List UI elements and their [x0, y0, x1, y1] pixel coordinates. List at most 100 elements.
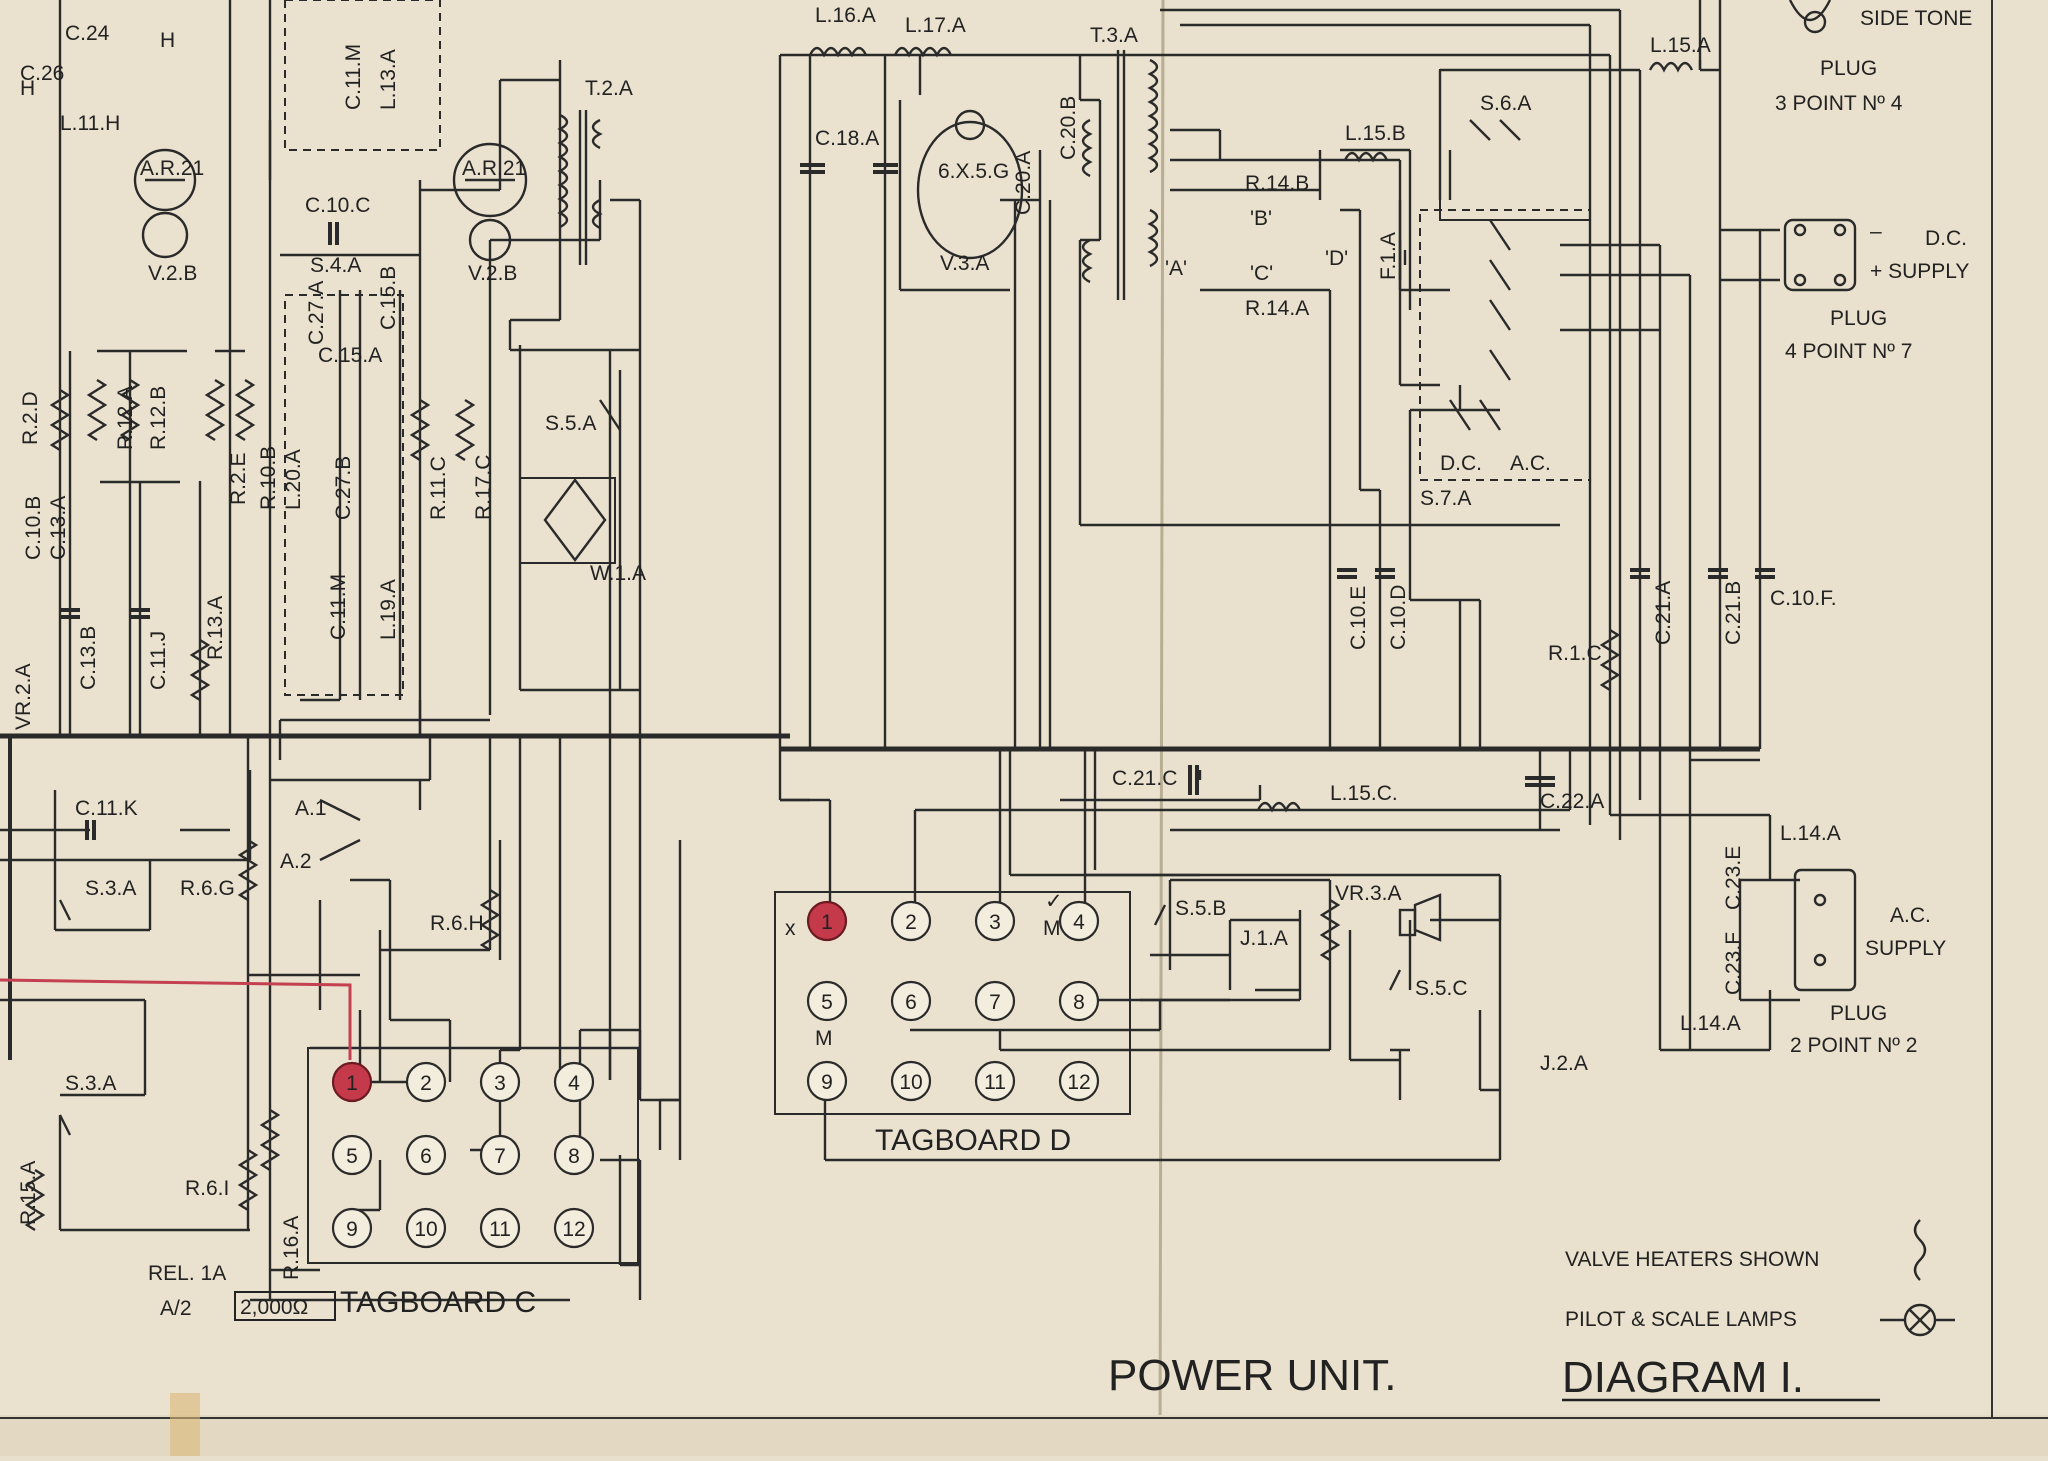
tagboard-d-pin-label-11: 11	[984, 1071, 1006, 1094]
label-tap-b: 'B'	[1250, 207, 1272, 230]
tagboard-d-label: TAGBOARD D	[875, 1124, 1071, 1157]
tagboard-c-pin-label-4: 4	[568, 1072, 580, 1095]
tagboard-d-pin-12	[1058, 1060, 1100, 1102]
tagboard-c-pin-label-6: 6	[420, 1145, 432, 1168]
tagboard-c-pin-label-3: 3	[494, 1072, 506, 1095]
plug-c-label: PLUG	[1830, 1002, 1887, 1025]
label-c10c: C.10.C	[305, 194, 370, 217]
plug-a-label: PLUG	[1820, 57, 1877, 80]
tagboard-d-pin-label-7: 7	[989, 991, 1001, 1014]
side-tone-label: SIDE TONE	[1860, 7, 1972, 30]
valve-labels: A.R.21 V.2.B A.R.21 V.2.B 6.X.5.G V.3.A	[140, 157, 1009, 285]
tagboard-d-pin-10	[890, 1060, 932, 1102]
label-l13a: L.13.A	[377, 49, 400, 110]
mark-m1: M	[1043, 917, 1061, 940]
valve-v3a: V.3.A	[940, 252, 989, 275]
label-r17c: R.17.C	[472, 455, 495, 520]
label-t2a: T.2.A	[585, 77, 633, 100]
label-r10b: R.10.B	[257, 446, 280, 510]
valve-type-v3a: 6.X.5.G	[938, 160, 1009, 183]
plug-labels: SIDE TONE PLUG 3 POINT Nº 4 – D.C. + SUP…	[1775, 7, 1972, 1057]
label-l17a: L.17.A	[905, 14, 966, 37]
plug-c-sub: 2 POINT Nº 2	[1790, 1034, 1918, 1057]
dc-minus: –	[1870, 220, 1882, 243]
label-l15a: L.15.A	[1650, 34, 1711, 57]
label-r16a: R.16.A	[280, 1216, 303, 1280]
mark-m2: M	[815, 1027, 833, 1050]
label-c10f: C.10.F.	[1770, 587, 1837, 610]
label-h1: H	[160, 29, 175, 52]
hand-marks: x ✓ M M	[785, 890, 1063, 1050]
legend-heaters: VALVE HEATERS SHOWN	[1565, 1248, 1819, 1271]
label-c22a: C.22.A	[1540, 790, 1604, 813]
label-c20a: C.20.A	[1012, 151, 1035, 215]
label-s5a: S.5.A	[545, 412, 596, 435]
relay-label: REL. 1A	[148, 1262, 226, 1285]
label-l20a: L.20.A	[282, 449, 305, 510]
label-c10b: C.10.B	[22, 496, 45, 560]
tagboard-c-pin-5	[331, 1134, 373, 1176]
label-l14a-top: L.14.A	[1780, 822, 1841, 845]
label-r1c: R.1.C	[1548, 642, 1602, 665]
tagboard-frames	[307, 69, 1591, 1264]
label-s7a: S.7.A	[1420, 487, 1471, 510]
label-vr2a: VR.2.A	[12, 663, 35, 730]
label-c11k: C.11.K	[75, 797, 138, 820]
tagboard-c-pin-10	[405, 1207, 447, 1249]
tagboard-c-pin-label-7: 7	[494, 1145, 506, 1168]
label-c10d: C.10.D	[1387, 585, 1410, 650]
label-c13b: C.13.B	[77, 626, 100, 690]
valve-type-left: A.R.21	[140, 157, 204, 180]
tagboard-d-pin-label-12: 12	[1067, 1071, 1090, 1094]
tagboard-d-pin-6	[890, 980, 932, 1022]
label-c15a: C.15.A	[318, 344, 382, 367]
label-vr3a: VR.3.A	[1335, 882, 1402, 905]
dc-label: D.C.	[1925, 227, 1967, 250]
tagboard-c-pin-12	[553, 1207, 595, 1249]
label-c18a: C.18.A	[815, 127, 879, 150]
shielded-boxes	[284, 0, 1591, 696]
tagboard-c-pin-11	[479, 1207, 521, 1249]
legend: VALVE HEATERS SHOWN PILOT & SCALE LAMPS	[1565, 1248, 1819, 1331]
tagboard-c-pin-1	[331, 1061, 373, 1103]
tagboard-d-pin-label-2: 2	[905, 911, 917, 934]
tagboard-c-pin-label-11: 11	[489, 1218, 511, 1241]
plug-b-label: PLUG	[1830, 307, 1887, 330]
tagboard-d-pin-7	[974, 980, 1016, 1022]
tagboard-d-pin-label-9: 9	[821, 1071, 833, 1094]
tagboard-c-pin-7	[479, 1134, 521, 1176]
tagboard-d-pin-9	[806, 1060, 848, 1102]
plug-a-sub: 3 POINT Nº 4	[1775, 92, 1903, 115]
ac-label: A.C.	[1890, 904, 1931, 927]
tagboard-c-pin-6	[405, 1134, 447, 1176]
label-j2a: J.2.A	[1540, 1052, 1588, 1075]
valve-right: V.2.B	[468, 262, 517, 285]
tagboard-d-pin-11	[974, 1060, 1016, 1102]
relay-block: REL. 1A A/2 2,000Ω	[148, 1262, 336, 1321]
tagboard-d-pin-5	[806, 980, 848, 1022]
tagboard-c-pin-3	[479, 1061, 521, 1103]
label-ac: A.C.	[1510, 452, 1551, 475]
component-labels: L.16.A L.17.A T.3.A T.2.A L.15.A L.15.B …	[12, 4, 1841, 1280]
label-f1a: F.1.A	[1377, 232, 1400, 280]
tagboard-d-pin-label-4: 4	[1073, 911, 1085, 934]
label-c10e: C.10.E	[1347, 586, 1370, 650]
relay-sub: A/2	[160, 1297, 192, 1320]
label-r6g: R.6.G	[180, 877, 235, 900]
tagboard-d-pin-4	[1058, 900, 1100, 942]
valve-left: V.2.B	[148, 262, 197, 285]
label-c13a: C.13.A	[47, 496, 70, 560]
tagboard-c-pin-8	[553, 1134, 595, 1176]
tagboard-c-pin-label-1: 1	[346, 1072, 358, 1095]
label-a1: A.1	[295, 797, 327, 820]
tagboard-c-pin-label-9: 9	[346, 1218, 358, 1241]
label-c11m-top: C.11.M	[342, 44, 365, 110]
label-l19a: L.19.A	[377, 579, 400, 640]
label-dc: D.C.	[1440, 452, 1482, 475]
label-j1a: J.1.A	[1240, 927, 1288, 950]
tagboard-c-pin-label-10: 10	[414, 1218, 437, 1241]
tagboard-c-pin-4	[553, 1061, 595, 1103]
label-r6h: R.6.H	[430, 912, 484, 935]
